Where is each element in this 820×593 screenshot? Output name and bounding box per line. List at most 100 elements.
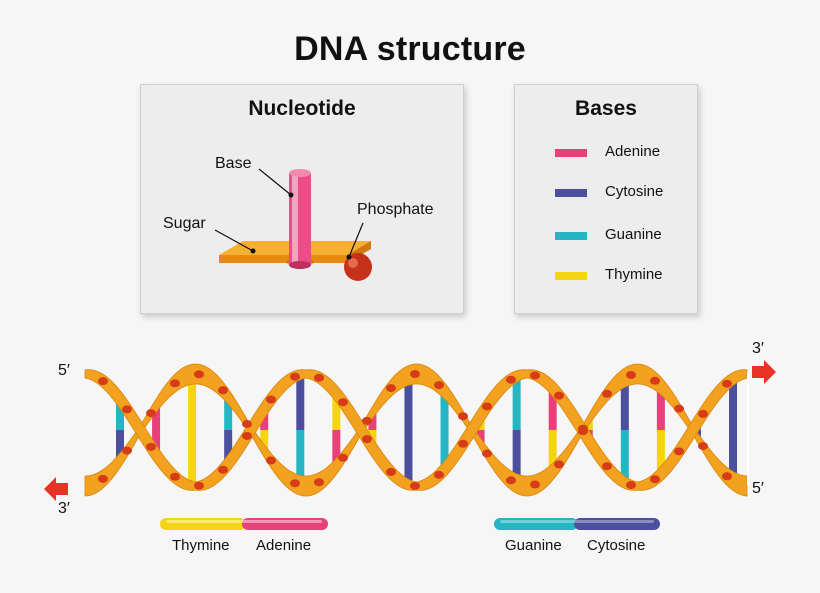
phosphate-dot [578,424,588,433]
rung-top-segment [296,374,305,430]
sugar-leader-dot [250,248,256,254]
sugar-slab-front [219,255,347,263]
rung-top-segment [656,385,665,430]
legend-swatch-cytosine [555,189,587,197]
legend-thymine: Thymine [555,266,695,288]
phosphate-dot [602,462,612,471]
phosphate-dot [674,404,684,413]
phosphate-leader-dot [346,254,352,260]
rung-bottom-segment [332,430,341,467]
rung-bottom-segment [440,430,449,470]
phosphate-dot [626,481,636,490]
arrow-right-icon [752,360,776,384]
phosphate-dot [98,474,108,483]
phosphate-dot [722,472,732,481]
phosphate-dot [362,435,372,444]
rung-top-segment [116,399,124,430]
pair-label-thymine: Thymine [172,537,230,554]
rung-bottom-segment [729,430,737,481]
legend-label-cytosine: Cytosine [605,183,664,200]
legend-adenine: Adenine [555,143,695,165]
phosphate-dot [290,372,300,381]
phosphate-dot [722,379,732,388]
phosphate-dot [314,373,324,382]
rung-bottom-segment [116,430,124,461]
end-label-bottom-left: 3′ [58,500,70,517]
phosphate-dot [650,475,660,484]
phosphate-dot [362,416,372,425]
end-label-top-left: 5′ [58,362,70,379]
base-pair-rungs [116,374,737,486]
nucleotide-panel-title: Nucleotide [248,97,356,120]
legend-swatch-thymine [555,272,587,280]
phosphate-dot [98,377,108,386]
backbone-strand-a [84,369,748,491]
phosphate-dot [170,379,180,388]
rung-bottom-segment [656,430,665,475]
phosphate-dot [410,481,420,490]
phosphate-dot [434,470,444,479]
phosphate-ball-highlight [348,258,358,268]
end-label-bottom-right: 5′ [752,480,764,497]
phosphate-dot [122,405,132,414]
phosphate-dot [194,481,204,490]
rung-top-segment [332,393,341,430]
bases-panel: Bases Adenine Cytosine Guanine Thymine [514,84,698,314]
phosphate-dot [530,480,540,489]
legend-swatch-adenine [555,149,587,157]
phosphate-dot [554,391,564,400]
rung-top-segment [404,375,413,430]
phosphate-dot [242,420,252,429]
phosphate-dot [290,479,300,488]
rung-top-segment [188,374,197,430]
phosphate-dot [506,375,516,384]
phosphate-dot [146,409,156,418]
phosphate-dot [506,476,516,485]
legend-cytosine: Cytosine [555,183,695,205]
sugar-phosphate-backbones [84,363,748,497]
rung-bottom-segment [152,430,161,455]
rung-bottom-segment [296,430,305,486]
rung-bottom-segment [548,430,557,472]
phosphate-dot [554,460,564,469]
base-cylinder-highlight [292,175,298,263]
pair-label-adenine: Adenine [256,537,312,554]
arrow-left-icon [44,477,68,501]
base-cylinder-top [289,169,311,177]
rung-bottom-segment [404,430,413,485]
phosphate-dot [482,449,492,458]
rung-top-segment [224,396,233,430]
phosphate-leader [348,222,364,258]
rung-top-segment [512,376,521,430]
phosphate-dot [626,370,636,379]
backbone-strand-b [84,363,748,497]
rung-top-segment [620,377,629,430]
rung-bottom-segment [188,430,197,486]
sugar-leader [214,229,254,252]
rung-top-segment [260,409,269,430]
rung-bottom-segment [260,430,269,451]
rung-bottom-segment [512,430,521,484]
phosphate-dot [266,456,276,465]
phosphate-dot [218,386,228,395]
phosphate-dot [386,384,396,393]
base-cylinder-bottom [289,261,311,269]
bases-panel-title: Bases [575,97,637,120]
phosphate-dot [458,439,468,448]
phosphate-dot [650,376,660,385]
legend-guanine: Guanine [555,226,695,248]
base-leader-dot [288,192,294,198]
rung-top-segment [729,379,737,430]
phosphate-dot [410,370,420,379]
phosphate-dot [386,467,396,476]
label-sugar: Sugar [163,215,206,232]
legend-label-adenine: Adenine [605,143,661,160]
phosphate-dot [698,442,708,451]
base-leader [258,168,292,196]
page-title: DNA structure [294,30,526,68]
rung-top-segment [548,388,557,430]
label-base: Base [215,155,252,172]
phosphate-dot [314,478,324,487]
rung-bottom-segment [620,430,629,483]
legend-label-thymine: Thymine [605,266,663,283]
